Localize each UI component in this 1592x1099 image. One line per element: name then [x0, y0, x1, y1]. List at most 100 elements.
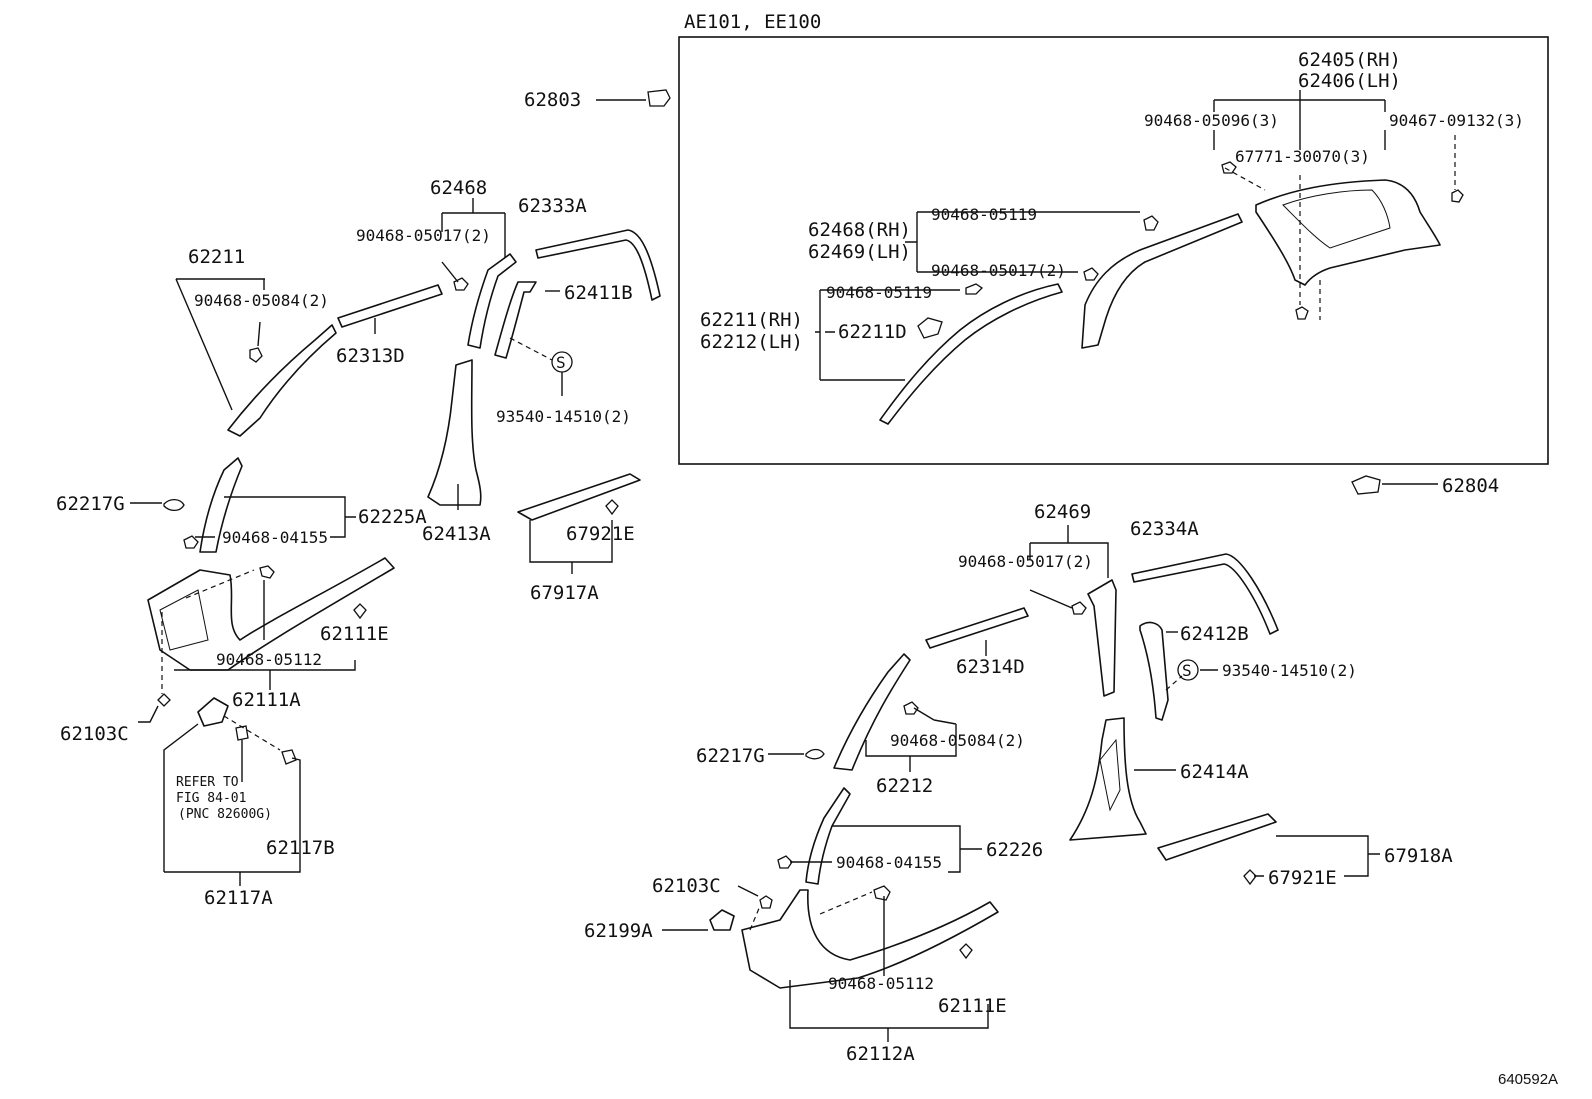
part-62412B	[1139, 621, 1169, 721]
label-62226: 62226	[986, 839, 1043, 861]
clip-62103C-right	[759, 895, 773, 909]
kick-panel-62112A	[741, 889, 999, 989]
pillar-a-62211	[227, 324, 337, 437]
part-62334A	[1131, 553, 1279, 635]
leader-screw-right-dash	[1165, 675, 1183, 691]
quarter-trim-62405	[1255, 179, 1441, 286]
scuff-plate-67918A	[1157, 813, 1277, 861]
leader-62103C-right	[737, 885, 759, 897]
clip-62103C-left	[157, 693, 171, 707]
kick-panel-inner	[159, 589, 209, 651]
label-62334A: 62334A	[1130, 518, 1199, 540]
leader-screw-left	[509, 337, 553, 361]
label-62405: 62405(RH)	[1298, 49, 1401, 71]
refer-note-line3: (PNC 82600G)	[178, 807, 272, 822]
screw-symbol-right-ring	[1177, 659, 1199, 681]
part-62804	[1351, 475, 1381, 495]
label-62117A: 62117A	[204, 887, 273, 909]
part-62217G-left	[163, 498, 185, 512]
part-62226	[805, 787, 851, 885]
part-62211D	[917, 317, 943, 339]
leader-62225A	[224, 496, 356, 538]
label-62103C-right: 62103C	[652, 875, 721, 897]
label-62211: 62211	[188, 246, 245, 268]
leader-62117	[163, 723, 301, 886]
refer-note-line2: FIG 84-01	[176, 791, 246, 806]
kick-panel-62111A	[147, 557, 395, 671]
clip-9046805119-a	[1143, 215, 1159, 231]
label-62412B: 62412B	[1180, 623, 1249, 645]
leader-67918A	[1254, 835, 1380, 877]
label-9046805119-b: 90468-05119	[826, 283, 932, 302]
part-62314D	[925, 607, 1029, 649]
leader-67917A	[529, 520, 613, 574]
cover-62117A	[197, 697, 229, 727]
label-62111E-right: 62111E	[938, 995, 1007, 1017]
label-93540-left: 93540-14510(2)	[496, 407, 631, 426]
figure-code: 640592A	[1498, 1071, 1558, 1088]
variant-box: AE101, EE100	[678, 11, 1549, 465]
label-62211D: 62211D	[838, 321, 907, 343]
clip-9046805112-left	[259, 565, 275, 579]
label-62217G-right: 62217G	[696, 745, 765, 767]
leader-62112A	[789, 896, 989, 1042]
label-67921E-right: 67921E	[1268, 867, 1337, 889]
clip-9046804155-right	[777, 855, 793, 869]
label-62117B: 62117B	[266, 837, 335, 859]
leader-62468	[441, 198, 506, 283]
label-62212lh: 62212(LH)	[700, 331, 803, 353]
leader-62405-drops	[1213, 100, 1386, 150]
leader-62212	[865, 707, 957, 772]
part-62117A-clip	[235, 725, 249, 741]
label-67921E-left: 67921E	[566, 523, 635, 545]
label-62111E-left: 62111E	[320, 623, 389, 645]
label-62211rh: 62211(RH)	[700, 309, 803, 331]
label-9046805017-right: 90468-05017(2)	[958, 552, 1093, 571]
pillar-b-upper-62469	[1087, 579, 1117, 697]
clip-67921E-left	[605, 499, 619, 516]
right-group-labels: 62804 62469 90468-05017(2) 62334A 62314D…	[584, 475, 1499, 1065]
clip-62111E-right	[959, 943, 973, 960]
label-62413A: 62413A	[422, 523, 491, 545]
clip-9046804155-left	[183, 535, 199, 549]
part-62411B	[494, 281, 537, 359]
label-6777130070: 67771-30070(3)	[1235, 147, 1370, 166]
pillar-b-lower-62414A	[1069, 717, 1147, 841]
label-62414A: 62414A	[1180, 761, 1249, 783]
label-62804: 62804	[1442, 475, 1499, 497]
clip-9046709132	[1451, 189, 1464, 203]
leader-62211rh	[815, 289, 960, 381]
variant-box-frame	[678, 36, 1549, 465]
label-62313D: 62313D	[336, 345, 405, 367]
pillar-a-62211-box	[879, 283, 1063, 425]
label-9046805096: 90468-05096(3)	[1144, 111, 1279, 130]
label-62468rh: 62468(RH)	[808, 219, 911, 241]
label-62469lh: 62469(LH)	[808, 241, 911, 263]
label-9046805084-right: 90468-05084(2)	[890, 731, 1025, 750]
label-9046709132: 90467-09132(3)	[1389, 111, 1524, 130]
label-9046805112-right: 90468-05112	[828, 974, 934, 993]
clip-9046805096	[1221, 161, 1237, 174]
part-62217G-right	[805, 748, 825, 760]
quarter-trim-window	[1282, 189, 1391, 249]
label-67917A: 67917A	[530, 582, 599, 604]
leader-box-dashes	[1224, 135, 1456, 320]
refer-note-line1: REFER TO	[176, 775, 239, 790]
label-62333A: 62333A	[518, 195, 587, 217]
label-9046805119-a: 90468-05119	[931, 205, 1037, 224]
part-62313D	[337, 284, 443, 328]
label-62225A: 62225A	[358, 506, 427, 528]
pillar-b-upper-62468	[467, 253, 517, 349]
leader-62468rh	[905, 211, 1140, 273]
part-62199A	[709, 909, 735, 931]
label-62199A: 62199A	[584, 920, 653, 942]
leader-62211	[175, 278, 265, 411]
clip-62117B	[281, 749, 297, 765]
leader-62117B-dash	[223, 715, 281, 751]
label-9046804155-left: 90468-04155	[222, 528, 328, 547]
clip-9046805017-box	[1083, 267, 1099, 281]
part-62225A	[199, 457, 243, 553]
label-62112A: 62112A	[846, 1043, 915, 1065]
pillar-upper-62468	[1081, 213, 1243, 349]
label-9046804155-right: 90468-04155	[836, 853, 942, 872]
